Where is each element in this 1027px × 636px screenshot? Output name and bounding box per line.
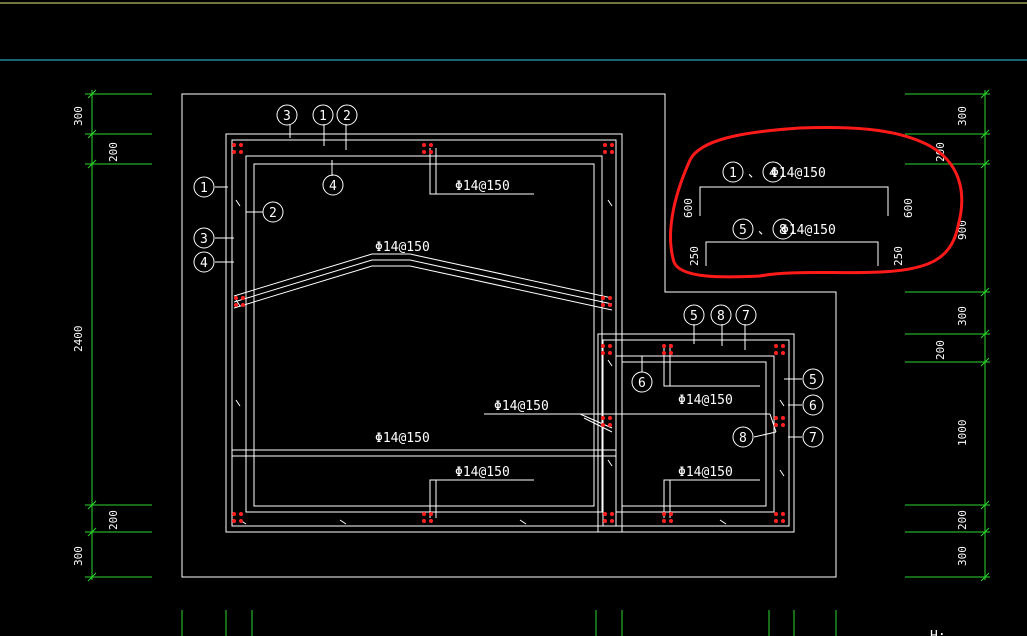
callout-small-top-8: 8 [717,309,725,324]
dim-right-300-a: 300 [956,106,969,126]
detail-row1-num2: 4 [769,166,777,181]
rebar-leaders [215,124,802,518]
detail-dim-250-left: 250 [688,246,701,266]
outer-outline [181,93,837,578]
callout-top-2: 2 [343,109,351,124]
callout-top-3: 3 [283,109,291,124]
detail-sketch [699,161,889,266]
callout-left-2: 2 [269,206,277,221]
callout-small-top-5: 5 [690,309,698,324]
dim-left-200-bot: 200 [107,510,120,530]
callout-top-1: 1 [319,109,327,124]
dim-left-300-top: 300 [72,106,85,126]
dim-right-200-c: 200 [956,510,969,530]
callout-right-8: 8 [739,431,747,446]
bottom-grid-ticks [181,610,837,636]
detail-row2-num: 5 [739,223,747,238]
detail-row2-sep: 、 [758,223,771,238]
detail-row2-num2: 8 [779,223,787,238]
rebar-label-small-diag: Φ14@150 [494,399,549,414]
callout-right-6: 6 [809,399,817,414]
callout-right-5: 5 [809,373,817,388]
dim-left-200-top: 200 [107,142,120,162]
left-dimension [85,89,152,582]
callouts: 3 1 2 1 2 3 4 4 5 8 7 6 5 6 8 7 [193,104,824,448]
detail-row1-label: Φ14@150 [771,166,826,181]
rebar-label-small-bottom: Φ14@150 [678,465,733,480]
rebar-label-main-bottom: Φ14@150 [455,465,510,480]
dim-left-2400: 2400 [72,326,85,353]
callout-small-left-6: 6 [638,376,646,391]
rebar-dots [232,143,785,523]
detail-row2-label: Φ14@150 [781,223,836,238]
highlight-annotation [669,126,964,279]
detail-dim-600-right: 600 [902,198,915,218]
partial-bottom-text: H: [930,629,946,636]
detail-dim-600-left: 600 [682,198,695,218]
dim-right-1000: 1000 [956,420,969,447]
callout-left-4: 4 [200,256,208,271]
dim-right-300-b: 300 [956,306,969,326]
callout-right-7: 7 [809,431,817,446]
callout-inner-4: 4 [329,179,337,194]
dim-right-200-b: 200 [934,340,947,360]
main-box [225,133,623,533]
rebar-label-main-slope: Φ14@150 [375,240,430,255]
dim-left-300-bot: 300 [72,546,85,566]
rebar-label-main-mid: Φ14@150 [375,431,430,446]
callout-left-3: 3 [200,232,208,247]
rebar-label-main-top: Φ14@150 [455,179,510,194]
detail-row1-sep: 、 [748,166,761,181]
callout-small-top-7: 7 [742,309,750,324]
rebar-label-small-top: Φ14@150 [678,393,733,408]
detail-dim-250-right: 250 [892,246,905,266]
dim-right-300-c: 300 [956,546,969,566]
right-dimension [905,89,990,582]
small-box [597,333,795,533]
callout-left-1: 1 [200,181,208,196]
slope-rebars [233,253,613,311]
detail-row1-num: 1 [729,166,737,181]
